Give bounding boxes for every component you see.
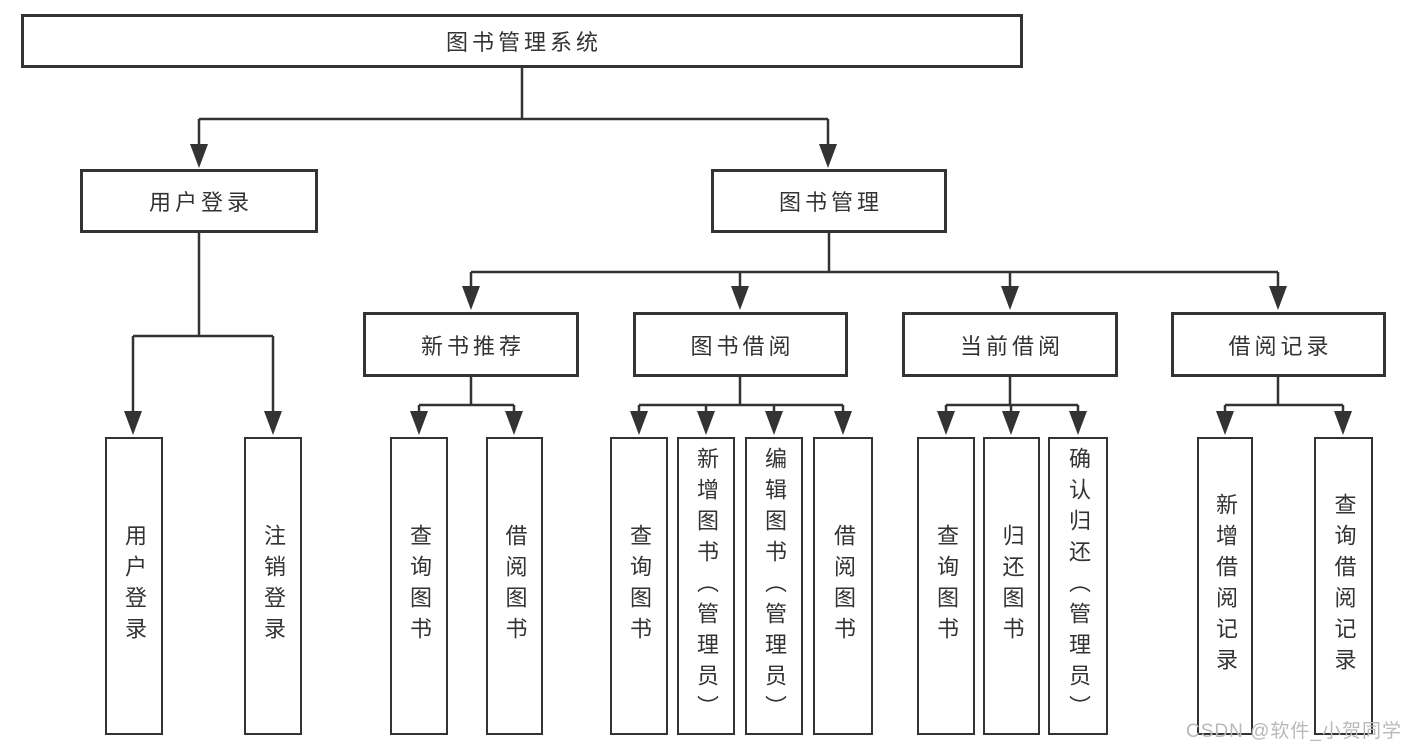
arrowhead <box>937 411 955 435</box>
node-label: 当前借阅 <box>959 333 1064 359</box>
leaf-edit-books-admin: 编辑图书（管理员） <box>745 437 803 735</box>
leaf-add-books-admin: 新增图书（管理员） <box>677 437 735 735</box>
node-label: 图书借阅 <box>690 333 795 359</box>
node-book-management: 图书管理 <box>711 169 947 233</box>
connector <box>417 377 516 418</box>
node-label: 用户登录 <box>122 524 147 648</box>
node-label: 新增图书（管理员） <box>694 446 719 726</box>
node-label: 归还图书 <box>999 524 1025 648</box>
arrowhead <box>462 286 480 310</box>
connector <box>131 233 275 418</box>
node-label: 借阅记录 <box>1228 333 1333 359</box>
connector <box>637 377 845 418</box>
node-label: 图书管理 <box>778 190 883 215</box>
node-label: 借阅图书 <box>831 524 856 648</box>
leaf-query-borrow-record: 查询借阅记录 <box>1314 437 1373 735</box>
node-label: 查询图书 <box>407 524 432 648</box>
leaf-user-login: 用户登录 <box>105 437 163 735</box>
connector <box>197 68 830 150</box>
node-user-login: 用户登录 <box>80 169 318 233</box>
node-borrowing-records: 借阅记录 <box>1171 312 1386 377</box>
node-book-borrowing: 图书借阅 <box>633 312 848 377</box>
node-label: 图书管理系统 <box>445 30 602 55</box>
arrowhead <box>505 411 523 435</box>
leaf-add-borrow-record: 新增借阅记录 <box>1197 437 1253 735</box>
node-label: 用户登录 <box>148 190 253 215</box>
connector <box>1223 377 1345 418</box>
node-label: 新书推荐 <box>420 333 525 359</box>
arrowhead <box>1216 411 1234 435</box>
arrowhead <box>834 411 852 435</box>
leaf-return-books: 归还图书 <box>983 437 1040 735</box>
arrowhead <box>630 411 648 435</box>
arrowhead <box>1069 411 1087 435</box>
leaf-logout: 注销登录 <box>244 437 302 735</box>
arrowhead <box>765 411 783 435</box>
leaf-query-books-recommend: 查询图书 <box>390 437 448 735</box>
csdn-watermark: CSDN @软件_小贺同学 <box>1186 721 1402 742</box>
node-label: 借阅图书 <box>502 524 528 648</box>
arrowhead <box>1334 411 1352 435</box>
node-label: 查询图书 <box>934 524 959 648</box>
arrowhead <box>410 411 428 435</box>
arrowhead <box>1002 411 1020 435</box>
node-label: 查询图书 <box>627 524 652 648</box>
arrowhead <box>819 144 837 168</box>
arrowhead <box>124 411 142 435</box>
node-new-book-recommendation: 新书推荐 <box>363 312 579 377</box>
node-library-management-system: 图书管理系统 <box>21 14 1023 68</box>
node-label: 注销登录 <box>261 524 286 648</box>
arrowhead <box>1269 286 1287 310</box>
node-label: 新增借阅记录 <box>1213 493 1238 679</box>
connector <box>469 232 1280 293</box>
leaf-query-books-current: 查询图书 <box>917 437 975 735</box>
node-label: 查询借阅记录 <box>1331 493 1357 679</box>
arrowhead <box>731 286 749 310</box>
arrowhead <box>697 411 715 435</box>
node-label: 确认归还（管理员） <box>1066 446 1091 726</box>
leaf-confirm-return-admin: 确认归还（管理员） <box>1048 437 1108 735</box>
node-current-borrowing: 当前借阅 <box>902 312 1118 377</box>
leaf-borrow-books: 借阅图书 <box>813 437 873 735</box>
node-label: 编辑图书（管理员） <box>762 446 787 726</box>
leaf-query-books-borrow: 查询图书 <box>610 437 668 735</box>
arrowhead <box>1001 286 1019 310</box>
arrowhead <box>190 144 208 168</box>
leaf-borrow-books-recommend: 借阅图书 <box>486 437 543 735</box>
arrowhead <box>264 411 282 435</box>
